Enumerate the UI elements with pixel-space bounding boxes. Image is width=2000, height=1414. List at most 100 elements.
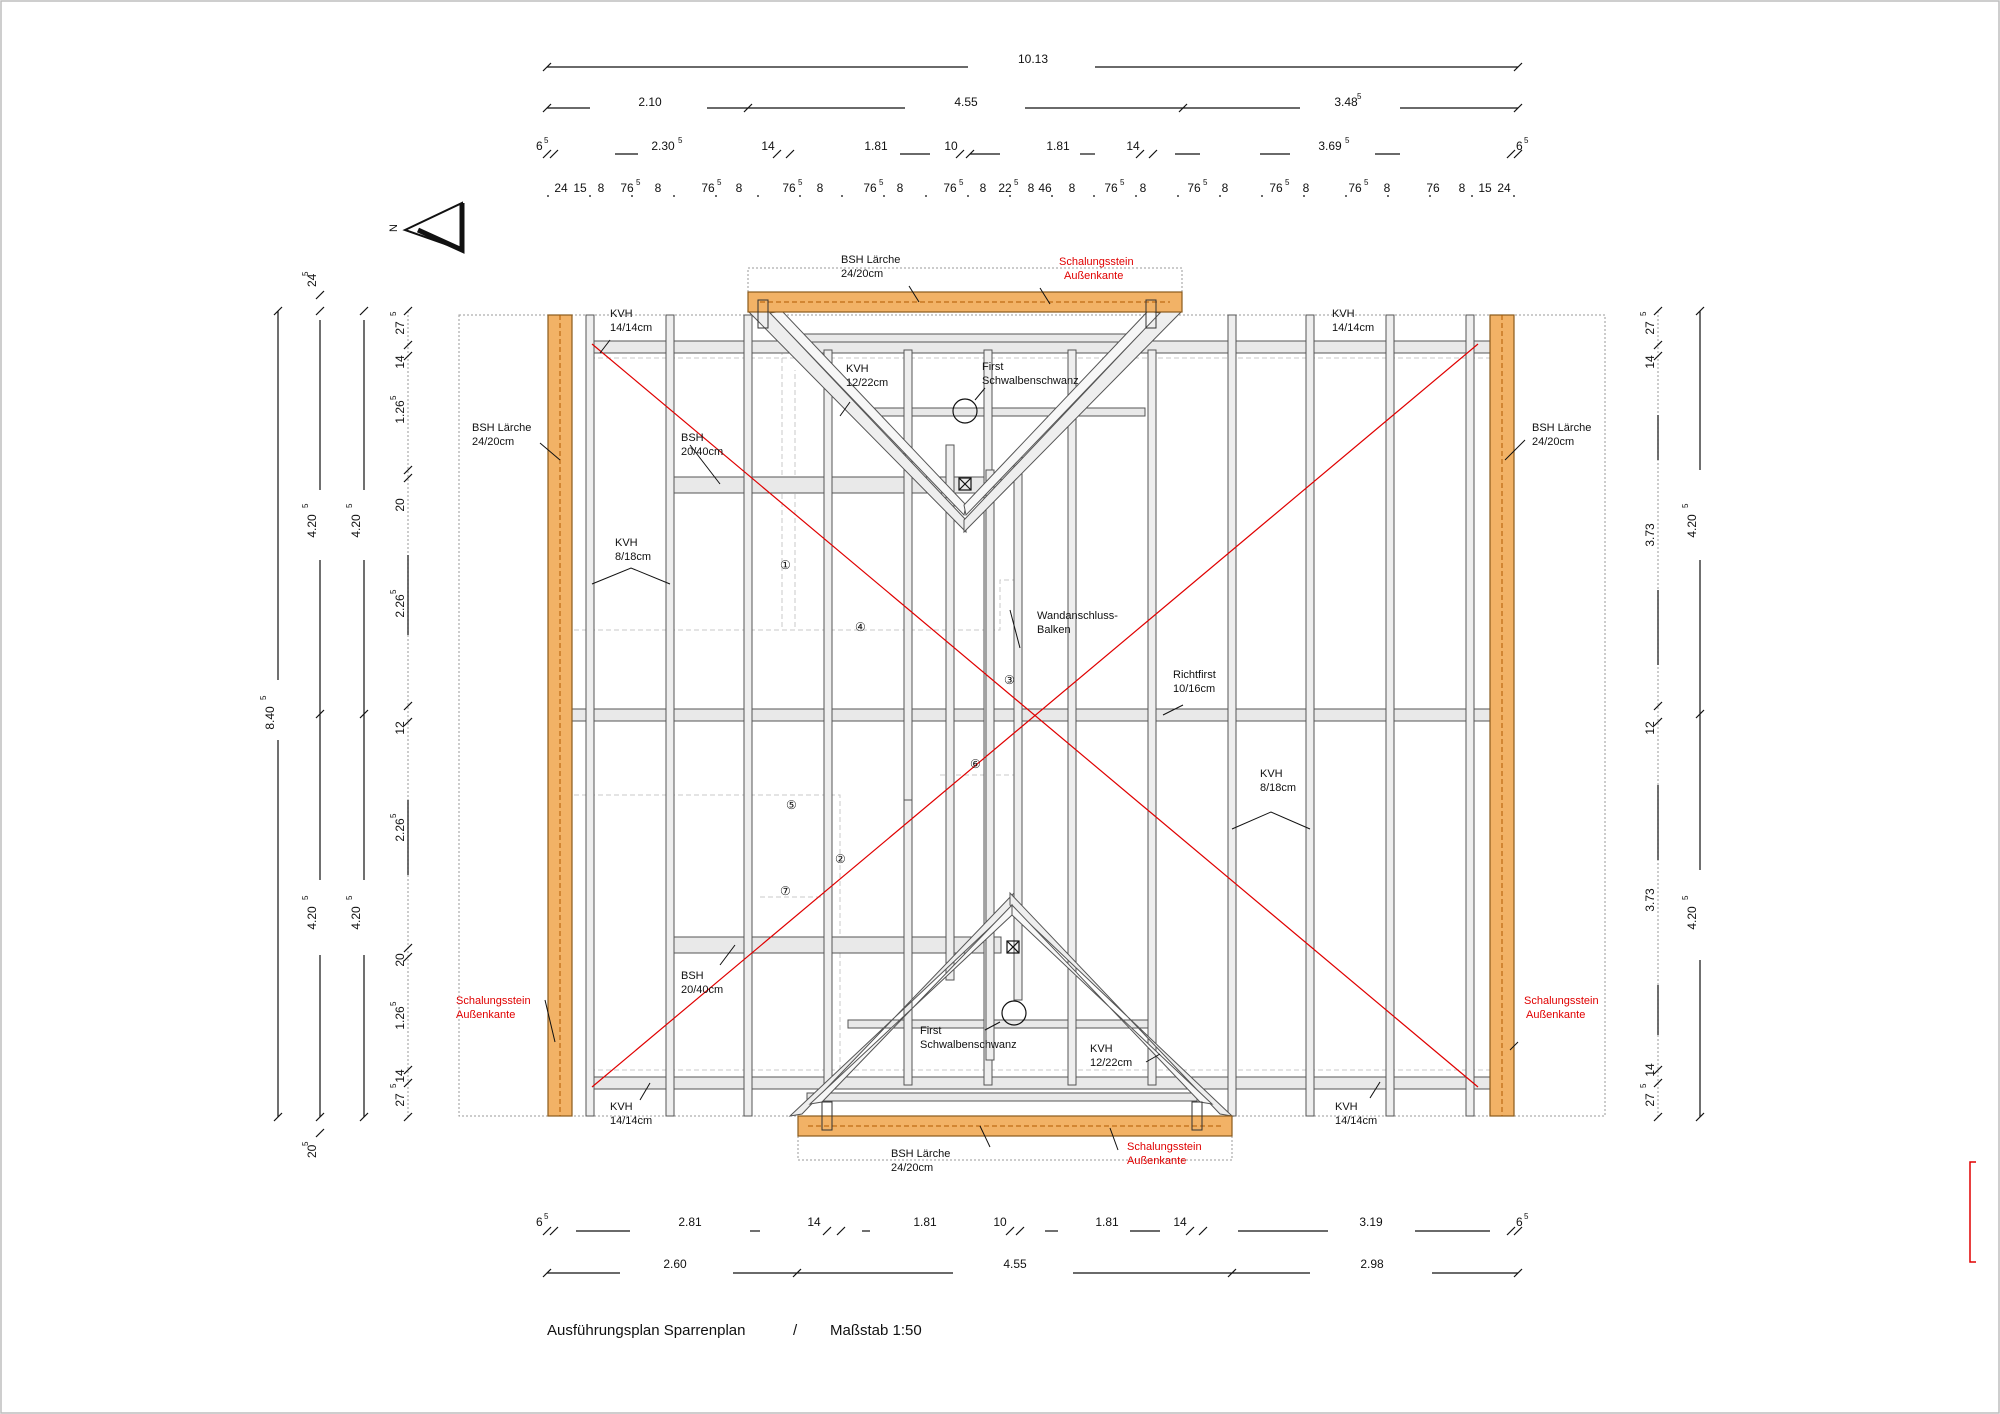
label-bsh-top-size: 20/40cm <box>681 446 723 458</box>
dim-top-detail-sup-10: 5 <box>879 178 884 187</box>
dim-top-detail-sup-4: 5 <box>636 178 641 187</box>
dims-left <box>273 290 413 1138</box>
label-kvh-hip-top: KVH <box>846 363 869 375</box>
dim-top-d2: 2.30 <box>651 139 675 153</box>
label-aussenkante-top: Außenkante <box>1064 270 1123 282</box>
dim-top-d6: 1.81 <box>1046 139 1070 153</box>
dim-top-d9: 6 <box>1516 139 1523 153</box>
dim-top-detail-10: 76 <box>863 181 877 195</box>
dim-top-detail-13: 8 <box>980 181 987 195</box>
dim-top-detail-26: 76 <box>1426 181 1440 195</box>
page-edge-mark <box>1969 1161 1976 1263</box>
dim-top-d8: 3.69 <box>1318 139 1342 153</box>
dim-top-detail-sup-8: 5 <box>798 178 803 187</box>
dim-top-d3: 14 <box>761 139 775 153</box>
dim-left-detail-9: 1.26 <box>393 1006 407 1030</box>
rafter-7 <box>1067 349 1077 1086</box>
dim-right-outer-2-sup: 5 <box>1681 895 1690 900</box>
dovetail-bottom-circle <box>1001 1000 1027 1026</box>
label-kvh-hip-bottom-size: 12/22cm <box>1090 1057 1132 1069</box>
dim-top-detail-6: 76 <box>701 181 715 195</box>
dim-top-detail-23: 8 <box>1303 181 1310 195</box>
dims-top <box>542 62 1523 197</box>
label-schalung-right: Schalungsstein <box>1524 995 1599 1007</box>
footer: Ausführungsplan Sparrenplan / Maßstab 1:… <box>547 1322 922 1339</box>
dovetail-top-circle <box>952 398 978 424</box>
label-aussenkante-bottom: Außenkante <box>1127 1155 1186 1167</box>
dim-top-total: 10.13 <box>1018 52 1048 66</box>
rafter-8 <box>1147 349 1157 1086</box>
label-richtfirst-size: 10/16cm <box>1173 683 1215 695</box>
rafter-1 <box>585 314 595 1117</box>
dim-top-detail-4: 76 <box>620 181 634 195</box>
rafter-4 <box>823 349 833 1086</box>
label-bsh-laerche-top-size: 24/20cm <box>841 268 883 280</box>
dim-bottom-d5: 10 <box>993 1215 1007 1229</box>
beam-bottom <box>797 1115 1233 1137</box>
label-kvh-bl-size: 14/14cm <box>610 1115 652 1127</box>
dim-left-detail-5: 2.26 <box>393 594 407 618</box>
label-first-top: First <box>982 361 1003 373</box>
north-label: N <box>388 224 400 232</box>
dim-bottom-d3: 14 <box>807 1215 821 1229</box>
joint-bottom-box <box>1006 940 1020 954</box>
label-bsh-laerche-right-size: 24/20cm <box>1532 436 1574 448</box>
dim-bottom-d1-sup: 5 <box>544 1212 549 1221</box>
dims-right <box>1653 306 1705 1122</box>
dim-left-mid-2: 4.20 <box>305 906 319 930</box>
top-plate <box>589 340 1509 354</box>
dim-top-d7: 14 <box>1126 139 1140 153</box>
dim-bottom-seg1: 2.60 <box>663 1257 687 1271</box>
dim-top-detail-sup-12: 5 <box>959 178 964 187</box>
dim-top-d2-sup: 5 <box>678 136 683 145</box>
dim-bottom-d4: 1.81 <box>913 1215 937 1229</box>
north-arrow: N <box>388 201 465 254</box>
label-bsh-laerche-left-size: 24/20cm <box>472 436 514 448</box>
label-kvh-8-right: KVH <box>1260 768 1283 780</box>
dims-top-text: 10.13 2.10 4.55 3.48 5 6 5 2.30 5 14 1.8… <box>536 52 1529 195</box>
dim-left-total: 8.40 <box>263 706 277 730</box>
dim-bottom-d6: 1.81 <box>1095 1215 1119 1229</box>
dim-top-detail-9: 8 <box>817 181 824 195</box>
dim-top-d5: 10 <box>944 139 958 153</box>
dim-bottom-d9-sup: 5 <box>1524 1212 1529 1221</box>
title-separator: / <box>793 1322 798 1339</box>
dim-left-detail-sup-7: 5 <box>389 813 398 818</box>
dim-top-detail-8: 76 <box>782 181 796 195</box>
joint-top-box <box>958 477 972 491</box>
dim-bottom-d7: 14 <box>1173 1215 1187 1229</box>
dim-top-detail-16: 46 <box>1038 181 1052 195</box>
label-bsh-laerche-bottom: BSH Lärche <box>891 1148 950 1160</box>
dim-left-top-extra: 24 <box>305 273 319 287</box>
dim-right-detail-2: 14 <box>1643 355 1657 369</box>
dim-left-detail-sup-3: 5 <box>389 395 398 400</box>
label-aussenkante-left: Außenkante <box>456 1009 515 1021</box>
dim-left-inner-2-sup: 5 <box>345 895 354 900</box>
dim-top-detail-sup-24: 5 <box>1364 178 1369 187</box>
label-kvh-tl: KVH <box>610 308 633 320</box>
rafters <box>585 314 1475 1117</box>
collar-top <box>856 407 1146 417</box>
dim-top-detail-27: 8 <box>1459 181 1466 195</box>
dim-top-d1-sup: 5 <box>544 136 549 145</box>
label-aussenkante-right: Außenkante <box>1526 1009 1585 1021</box>
diagonals <box>591 343 1479 1088</box>
plan-scale: Maßstab 1:50 <box>830 1322 922 1339</box>
dim-right-detail-5: 3.73 <box>1643 888 1657 912</box>
label-kvh-hip-top-size: 12/22cm <box>846 377 888 389</box>
label-wandanschluss: Wandanschluss- <box>1037 610 1118 622</box>
top-bay-plate <box>779 333 1151 343</box>
rafter-3 <box>743 314 753 1117</box>
dim-top-detail-12: 76 <box>943 181 957 195</box>
rafter-2 <box>665 314 675 1117</box>
dim-top-seg3: 3.48 <box>1334 95 1358 109</box>
dim-top-detail-29: 24 <box>1497 181 1511 195</box>
dim-left-bottom-extra-sup: 5 <box>301 1141 310 1146</box>
label-kvh-bl: KVH <box>610 1101 633 1113</box>
dim-right-detail-3: 3.73 <box>1643 523 1657 547</box>
dim-left-detail-2: 14 <box>393 355 407 369</box>
center-post-1 <box>903 454 913 801</box>
beam-dashes <box>559 301 1503 1127</box>
dim-top-detail-11: 8 <box>897 181 904 195</box>
dim-top-detail-22: 76 <box>1269 181 1283 195</box>
